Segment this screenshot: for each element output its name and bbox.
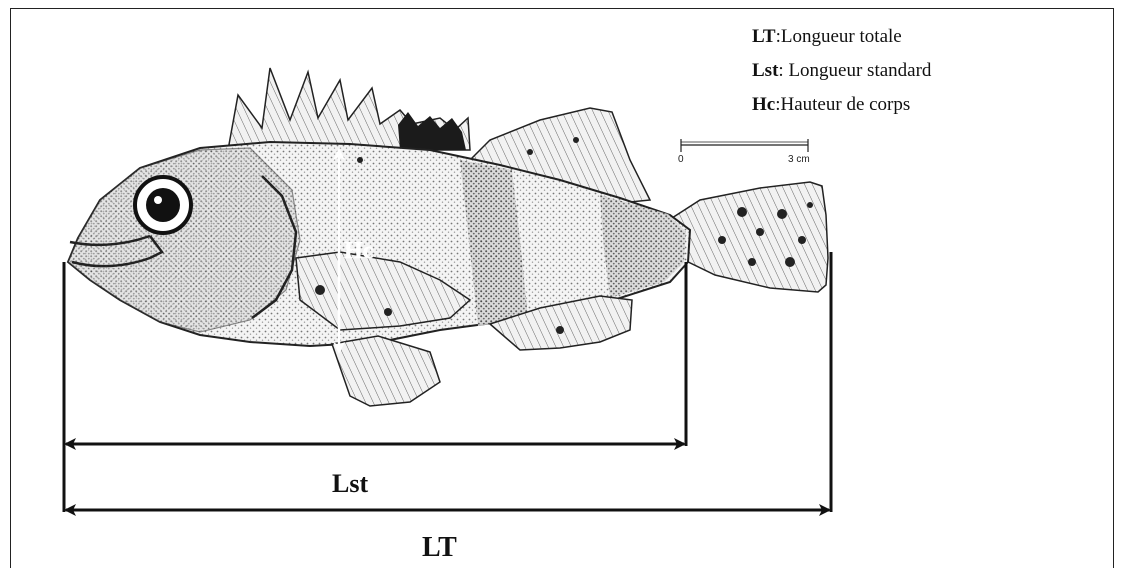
legend-item-lt: LT:Longueur totale <box>752 20 931 54</box>
scale-start-label: 0 <box>678 154 684 165</box>
hc-label: Hc <box>344 238 374 264</box>
lst-label: Lst <box>332 469 368 498</box>
pelvic-fin <box>332 336 440 406</box>
legend-item-lst: Lst: Longueur standard <box>752 54 931 88</box>
body-band-2 <box>600 195 686 298</box>
lt-label: LT <box>422 532 457 561</box>
scale-end-label: 3 cm <box>788 154 810 165</box>
legend: LT:Longueur totale Lst: Longueur standar… <box>752 20 931 122</box>
scale-bar: 0 3 cm <box>678 139 810 165</box>
dorsal-dark-patch <box>398 112 466 150</box>
fish-illustration <box>68 68 828 406</box>
legend-item-hc: Hc:Hauteur de corps <box>752 88 931 122</box>
head-region <box>68 148 300 332</box>
